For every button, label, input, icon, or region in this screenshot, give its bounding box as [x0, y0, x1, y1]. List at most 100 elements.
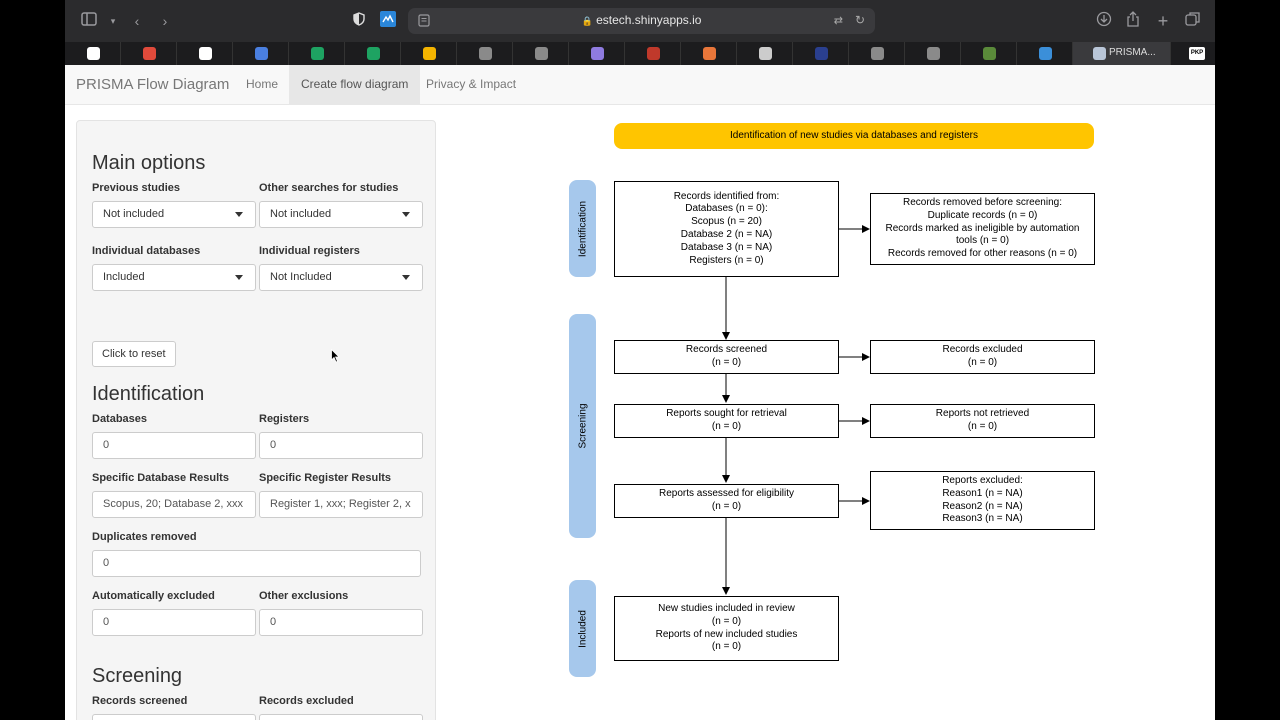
- previous-studies-select[interactable]: Not included: [92, 201, 256, 228]
- browser-tab[interactable]: [401, 42, 457, 65]
- browser-tab[interactable]: [569, 42, 625, 65]
- browser-tab[interactable]: [961, 42, 1017, 65]
- active-tab-title: PRISMA...: [1109, 47, 1156, 58]
- other-searches-select[interactable]: Not included: [259, 201, 423, 228]
- tab-strip: PRISMA... PKP: [65, 42, 1215, 65]
- tab-overview-icon[interactable]: [1183, 11, 1203, 31]
- google-docs-icon: [254, 47, 268, 60]
- browser-tab[interactable]: [849, 42, 905, 65]
- caret-down-icon: [235, 212, 243, 217]
- browser-tab[interactable]: [737, 42, 793, 65]
- recycle-icon: [982, 47, 996, 60]
- box-line: Records marked as ineligible by automati…: [885, 222, 1080, 234]
- databases-input[interactable]: 0: [92, 432, 256, 459]
- box-line: New studies included in review: [658, 602, 795, 614]
- records-identified-box: Records identified from:Databases (n = 0…: [614, 181, 839, 277]
- automatically-excluded-input[interactable]: 0: [92, 609, 256, 636]
- nav-create-flow-diagram[interactable]: Create flow diagram: [289, 65, 421, 104]
- new-tab-icon[interactable]: +: [1157, 11, 1169, 31]
- main-options-title: Main options: [92, 152, 206, 174]
- browser-tab[interactable]: [1017, 42, 1073, 65]
- individual-registers-value: Not Included: [270, 271, 332, 283]
- individual-registers-select[interactable]: Not Included: [259, 264, 423, 291]
- reports-sought-box: Reports sought for retrieval(n = 0): [614, 404, 839, 438]
- other-exclusions-input[interactable]: 0: [259, 609, 423, 636]
- download-icon[interactable]: [1094, 11, 1114, 31]
- box-line: Registers (n = 0): [689, 254, 764, 266]
- browser-tab-active[interactable]: PRISMA...: [1073, 42, 1171, 65]
- address-bar[interactable]: 🔒 estech.shinyapps.io ⇄ ↻: [408, 8, 875, 34]
- browser-tab[interactable]: [121, 42, 177, 65]
- screening-title: Screening: [92, 665, 183, 687]
- nav-privacy-impact[interactable]: Privacy & Impact: [426, 77, 517, 91]
- browser-tab[interactable]: [905, 42, 961, 65]
- individual-databases-select[interactable]: Included: [92, 264, 256, 291]
- box-line: Reports assessed for eligibility: [658, 488, 795, 500]
- sidebar-toggle-icon[interactable]: [79, 11, 99, 31]
- forward-icon[interactable]: ›: [162, 13, 168, 29]
- pkp-icon: PKP: [1189, 47, 1205, 60]
- browser-tab[interactable]: [65, 42, 121, 65]
- specific-database-results-input[interactable]: Scopus, 20; Database 2, xxx: [92, 491, 256, 518]
- box-line: (n = 0): [711, 615, 742, 627]
- browser-tab[interactable]: [177, 42, 233, 65]
- browser-tab[interactable]: [681, 42, 737, 65]
- databases-label: Databases: [92, 413, 148, 425]
- browser-tab[interactable]: [457, 42, 513, 65]
- individual-registers-label: Individual registers: [259, 245, 360, 257]
- caret-down-icon: [402, 275, 410, 280]
- browser-tab[interactable]: [793, 42, 849, 65]
- registers-input[interactable]: 0: [259, 432, 423, 459]
- caret-down-icon: [402, 212, 410, 217]
- share-icon[interactable]: [1123, 11, 1143, 31]
- google-icon: [86, 47, 100, 60]
- nav-home[interactable]: Home: [246, 77, 279, 91]
- google-icon: [198, 47, 212, 60]
- records-excluded-input[interactable]: [259, 714, 423, 720]
- shield-icon[interactable]: [349, 11, 369, 31]
- records-excluded-box: Records excluded(n = 0): [870, 340, 1095, 374]
- browser-tab[interactable]: PKP: [1171, 42, 1215, 65]
- back-icon[interactable]: ‹: [134, 13, 140, 29]
- box-line: Reports excluded:: [942, 474, 1023, 486]
- r-icon: [646, 47, 660, 60]
- reset-button[interactable]: Click to reset: [92, 341, 176, 367]
- records-screened-input[interactable]: [92, 714, 256, 720]
- previous-studies-label: Previous studies: [92, 182, 181, 194]
- stage-included-label: Included: [577, 609, 588, 648]
- lock-icon: 🔒: [581, 16, 593, 26]
- specific-register-results-label: Specific Register Results: [259, 472, 392, 484]
- box-line: Reason3 (n = NA): [942, 513, 1023, 525]
- other-searches-label: Other searches for studies: [259, 182, 399, 194]
- stage-screening: Screening: [569, 314, 596, 538]
- translate-icon[interactable]: ⇄: [833, 15, 843, 27]
- browser-toolbar: ▾ ‹ › 🔒 estech.shinyapps.io ⇄ ↻ +: [65, 0, 1215, 42]
- box-line: Database 2 (n = NA): [680, 229, 773, 240]
- reload-icon[interactable]: ↻: [854, 13, 865, 27]
- sjr-icon: [702, 47, 716, 60]
- specific-register-results-input[interactable]: Register 1, xxx; Register 2, x: [259, 491, 423, 518]
- box-line: Database 3 (n = NA): [680, 241, 773, 253]
- p-icon: [926, 47, 940, 60]
- box-line: Reports of new included studies: [655, 628, 798, 640]
- box-line: Databases (n = 0):: [685, 203, 768, 215]
- mouse-cursor-icon: [331, 348, 341, 368]
- app-brand[interactable]: PRISMA Flow Diagram: [76, 76, 230, 93]
- box-line: Reason1 (n = NA): [942, 487, 1023, 499]
- box-line: Duplicate records (n = 0): [927, 209, 1038, 221]
- chevron-down-icon[interactable]: ▾: [110, 16, 116, 26]
- box-line: Scopus (n = 20): [691, 216, 762, 228]
- google-drive-icon: [422, 47, 436, 60]
- box-line: Records removed for other reasons (n = 0…: [887, 248, 1078, 260]
- browser-tab[interactable]: [625, 42, 681, 65]
- browser-tab[interactable]: [513, 42, 569, 65]
- box-line: Records removed before screening:: [903, 197, 1062, 208]
- browser-tab[interactable]: [233, 42, 289, 65]
- duplicates-removed-input[interactable]: 0: [92, 550, 421, 577]
- previous-studies-value: Not included: [103, 208, 165, 220]
- reader-icon[interactable]: [418, 14, 430, 32]
- browser-tab[interactable]: [289, 42, 345, 65]
- browser-tab[interactable]: [345, 42, 401, 65]
- identification-title: Identification: [92, 383, 205, 405]
- extension-icon[interactable]: [378, 11, 398, 31]
